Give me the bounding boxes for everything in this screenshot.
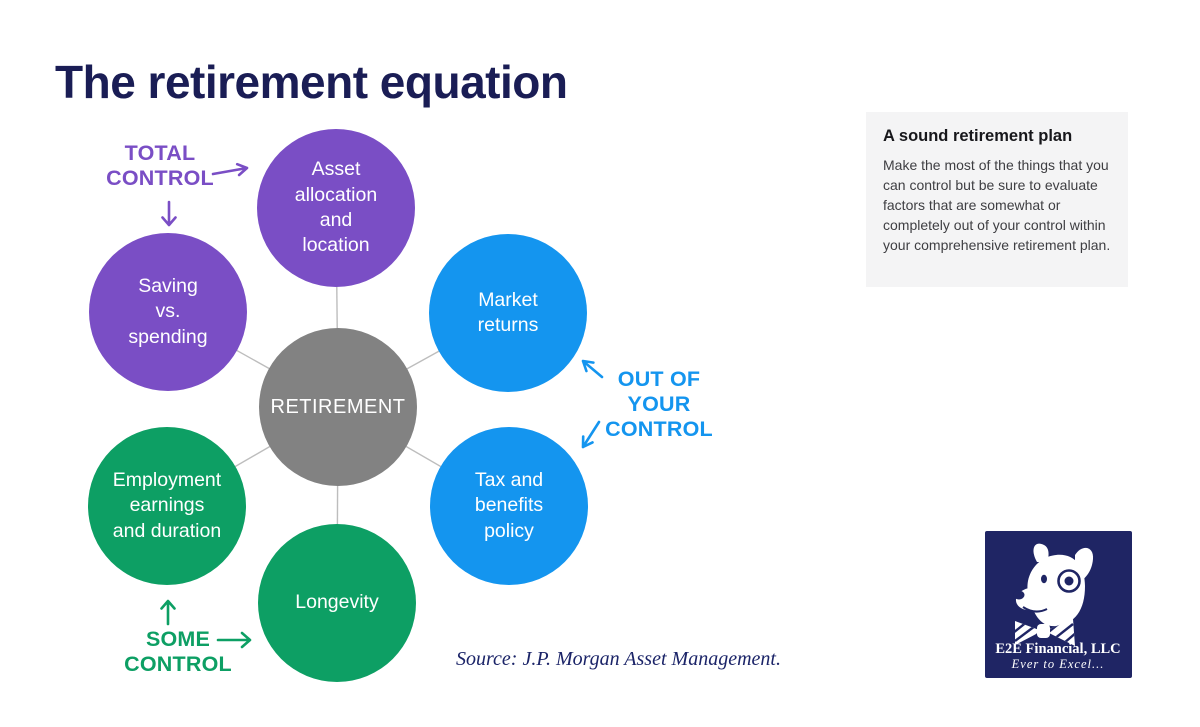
arrow-total-control-right-icon: [211, 162, 249, 177]
arrow-some-control-right-icon: [216, 631, 252, 649]
arrow-out-of-control-downleft-icon: [581, 420, 601, 449]
dog-right-eye: [1064, 576, 1074, 586]
annotation-out-of-your-control: OUT OF YOUR CONTROL: [605, 367, 713, 441]
node-label-saving-vs-spending: Saving vs. spending: [128, 274, 208, 348]
logo-graphic: E2E Financial, LLC Ever to Excel...: [985, 531, 1132, 678]
retirement-diagram: [88, 129, 604, 682]
node-label-asset-allocation: Asset allocation and location: [294, 158, 378, 257]
dog-mouth: [1022, 606, 1048, 613]
annotation-total-control: TOTAL CONTROL: [106, 141, 214, 190]
node-label-employment: Employment earnings and duration: [112, 468, 222, 542]
node-label-market-returns: Market returns: [477, 288, 539, 336]
dog-nose: [1013, 590, 1025, 600]
logo-tagline: Ever to Excel...: [1011, 657, 1105, 671]
company-logo: E2E Financial, LLC Ever to Excel...: [985, 531, 1132, 678]
node-circle-employment: [88, 427, 246, 585]
callout-panel: A sound retirement plan Make the most of…: [866, 112, 1128, 287]
center-label-retirement: RETIREMENT: [270, 396, 406, 418]
node-circle-tax-benefits: [430, 427, 588, 585]
callout-heading: A sound retirement plan: [883, 127, 1073, 145]
logo-company-name: E2E Financial, LLC: [995, 641, 1120, 657]
node-circle-market-returns: [429, 234, 587, 392]
dog-illustration: [1013, 543, 1094, 646]
annotation-some-control: SOME CONTROL: [124, 627, 232, 676]
center-circle-retirement: [259, 328, 417, 486]
node-label-tax-benefits: Tax and benefits policy: [474, 468, 544, 542]
arrow-total-control-down-icon: [161, 200, 177, 227]
callout-body: Make the most of the things that you can…: [883, 157, 1111, 253]
arrow-some-control-up-icon: [160, 599, 176, 626]
page-title: The retirement equation: [55, 55, 568, 108]
arrow-out-of-control-upleft-icon: [581, 359, 604, 379]
node-circle-saving-vs-spending: [89, 233, 247, 391]
node-label-longevity: Longevity: [295, 591, 379, 614]
node-circle-longevity: [258, 524, 416, 682]
dog-left-eye: [1041, 574, 1047, 584]
node-circle-asset-allocation: [257, 129, 415, 287]
source-note: Source: J.P. Morgan Asset Management.: [456, 648, 781, 670]
